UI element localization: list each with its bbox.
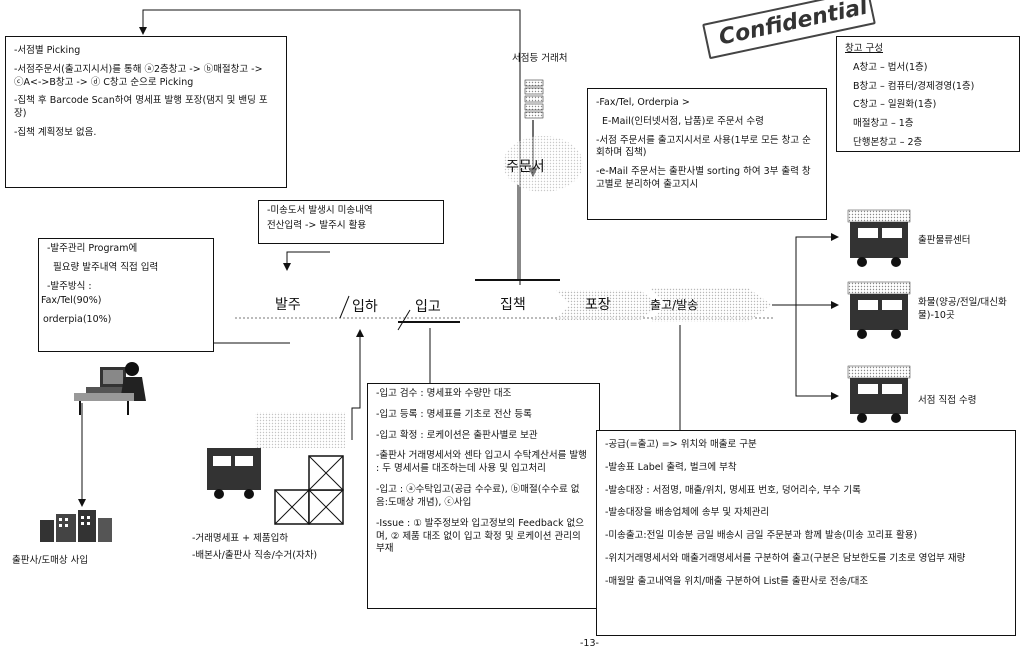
missing-books-box: -미송도서 발생시 미송내역 전산입력 -> 발주시 활용	[258, 200, 444, 244]
truck-icon	[847, 209, 911, 267]
missing-books-line: -미송도서 발생시 미송내역	[267, 205, 373, 216]
shipping-line: -발송대장을 배송업체에 송부 및 자체관리	[605, 507, 770, 519]
missing-books-line: 전산입력 -> 발주시 활용	[267, 219, 367, 231]
receiving-line: -출판사 거래명세서와 센타 입고시 수탁계산서를 발행 : 두 명세서를 대조…	[376, 450, 587, 475]
shipping-line: -미송출고:전일 미송분 금일 배송시 금일 주문분과 함께 발송(미송 꼬리표…	[605, 530, 918, 542]
warehouse-line: B창고 – 컴퓨터/경제경영(1층)	[853, 80, 975, 92]
shipping-line: -위치거래명세서와 매출거래명세서를 구분하여 출고(구분은 담보한도를 기초로…	[605, 553, 966, 565]
receiving-line: -입고 : ⓐ수탁입고(공급 수수료), ⓑ매절(수수료 없음:도매상 개념),…	[376, 484, 580, 508]
picking-line: -서점주문서(출고지시서)를 통해 ⓐ2층창고 -> ⓑ매절창고 -> ⓒA<-…	[14, 63, 263, 88]
document-stack-icon	[524, 79, 544, 119]
store-label: 서점등 거래처	[512, 53, 568, 64]
stage-collecting: 집책	[500, 297, 526, 313]
truck-caption-line: -배본사/출판사 직송/수거(자차)	[192, 550, 318, 561]
order-intake-line: -e-Mail 주문서는 출판사별 sorting 하여 3부 출력 창고별로 …	[596, 166, 811, 191]
stage-packing: 포장	[585, 297, 611, 313]
shipping-box: -공급(=출고) => 위치와 매출로 구분 -발송표 Label 출력, 벌크…	[596, 430, 1016, 636]
order-management-line: Fax/Tel(90%)	[41, 295, 102, 307]
warehouse-box: 창고 구성 A창고 – 법서(1층) B창고 – 컴퓨터/경제경영(1층) C창…	[836, 36, 1020, 152]
boxes-icon	[274, 455, 344, 525]
picking-line: -집책 후 Barcode Scan하여 명세표 발행 포장(댐지 및 밴딩 포…	[14, 95, 268, 120]
picking-line: -집책 계획정보 없음.	[14, 127, 97, 139]
truck-caption-line: -거래명세표 + 제품입하	[192, 533, 289, 544]
stage-receiving: 입고	[415, 299, 441, 315]
order-management-line: orderpia(10%)	[43, 314, 112, 326]
stage-arrival: 입하	[352, 299, 378, 315]
order-intake-line: -Fax/Tel, Orderpia >	[596, 97, 690, 108]
order-management-box: -발주관리 Program에 필요량 발주내역 직접 입력 -발주방식 : Fa…	[38, 238, 214, 352]
receiving-line: -입고 검수 : 명세표와 수량만 대조	[376, 388, 512, 399]
truck-icon	[847, 365, 911, 423]
order-intake-line: E-Mail(인터넷서점, 납품)로 주문서 수령	[602, 115, 764, 127]
truck-icon	[847, 281, 911, 339]
publisher-label: 출판사/도매상 사입	[12, 555, 89, 566]
buildings-icon	[40, 510, 112, 542]
person-at-computer-icon	[74, 362, 146, 415]
order-intake-line: -서점 주문서를 출고지시서로 사용(1부로 모든 창고 순회하며 집책)	[596, 134, 811, 159]
shipping-line: -발송대장 : 서점명, 매출/위치, 명세표 번호, 덩어리수, 부수 기록	[605, 484, 861, 496]
destination-freight: 화물(양공/전일/대신화물)-10곳	[918, 297, 1007, 322]
shipping-line: -발송표 Label 출력, 벌크에 부착	[605, 461, 737, 473]
order-intake-box: -Fax/Tel, Orderpia > E-Mail(인터넷서점, 납품)로 …	[587, 88, 827, 220]
warehouse-line: 매절창고 – 1층	[853, 118, 914, 130]
page-number: -13-	[580, 638, 599, 649]
receiving-line: -입고 등록 : 명세표를 기초로 전산 등록	[376, 408, 532, 420]
order-management-line: 필요량 발주내역 직접 입력	[53, 261, 159, 273]
shipping-line: -매월말 출고내역을 위치/매출 구분하여 List를 출판사로 전송/대조	[605, 575, 869, 587]
receiving-box: -입고 검수 : 명세표와 수량만 대조 -입고 등록 : 명세표를 기초로 전…	[367, 383, 600, 609]
receiving-line: -입고 확정 : 로케이션은 출판사별로 보관	[376, 429, 538, 441]
stage-order: 발주	[275, 297, 301, 313]
destination-store-pickup: 서점 직접 수령	[918, 395, 977, 406]
warehouse-line: A창고 – 법서(1층)	[853, 61, 928, 73]
warehouse-line: 단행본창고 – 2층	[853, 137, 923, 149]
warehouse-line: C창고 – 일원화(1층)	[853, 99, 937, 111]
picking-box: -서점별 Picking -서점주문서(출고지시서)를 통해 ⓐ2층창고 -> …	[5, 36, 287, 188]
stage-shipping: 출고/발송	[650, 298, 699, 312]
picking-line: -서점별 Picking	[14, 45, 81, 56]
receiving-line: -Issue : ① 발주정보와 입고정보의 Feedback 없으며, ② 제…	[376, 517, 584, 555]
order-management-line: -발주방식 :	[47, 280, 92, 292]
delivery-truck-icon	[207, 412, 345, 499]
warehouse-title: 창고 구성	[845, 43, 883, 54]
order-document-label: 주문서	[506, 159, 545, 175]
order-management-line: -발주관리 Program에	[47, 243, 138, 254]
destination-distribution-center: 출판물류센터	[918, 235, 971, 246]
shipping-line: -공급(=출고) => 위치와 매출로 구분	[605, 439, 757, 450]
